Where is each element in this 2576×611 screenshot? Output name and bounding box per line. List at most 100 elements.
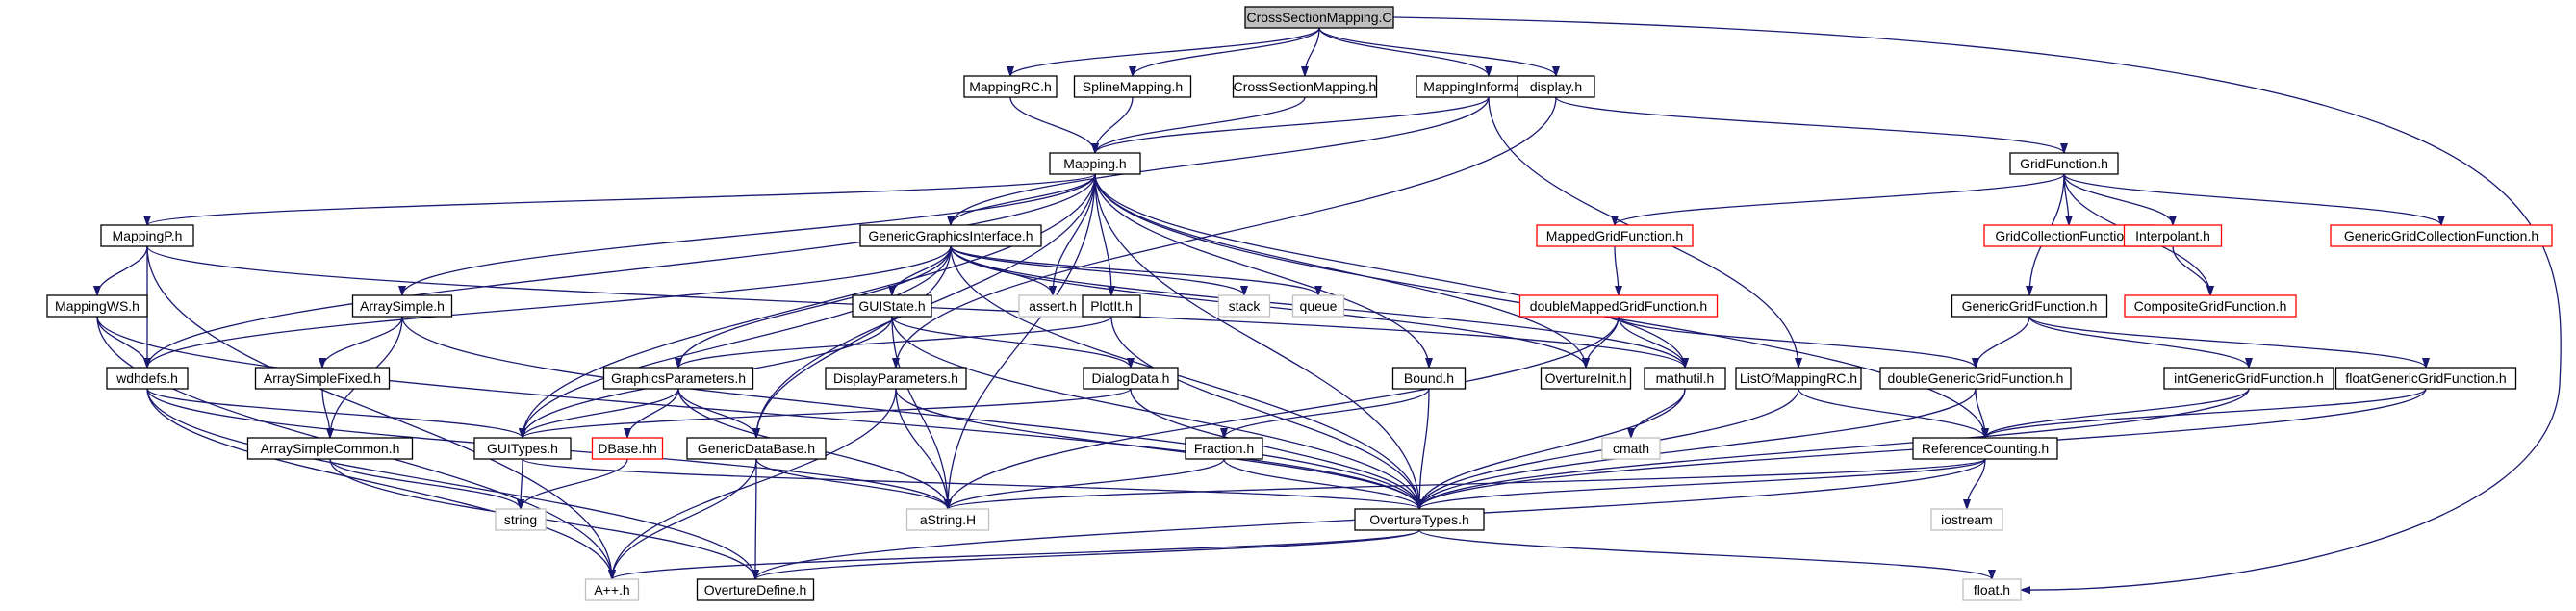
node-string: string xyxy=(495,508,547,531)
node-splinemapping[interactable]: SplineMapping.h xyxy=(1073,75,1192,98)
edge-doublemappedgridfunction-to-astring xyxy=(948,316,1620,509)
node-overturedefine[interactable]: OvertureDefine.h xyxy=(696,578,815,601)
node-box xyxy=(1244,6,1394,29)
edge-wdhdefs-to-guitypes xyxy=(146,388,523,439)
node-mathutil[interactable]: mathutil.h xyxy=(1644,367,1726,390)
node-wdhdefs[interactable]: wdhdefs.h xyxy=(106,367,189,390)
node-label: GUITypes.h xyxy=(487,441,558,456)
edge-dialogdata-to-overturetypes xyxy=(1130,388,1419,509)
node-gridcollectionfunction[interactable]: GridCollectionFunction.h xyxy=(1983,224,2155,247)
edge-mappingws-to-wdhdefs xyxy=(96,316,147,369)
edge-mapping-to-mappingp xyxy=(147,173,1096,226)
node-genericdatabase[interactable]: GenericDataBase.h xyxy=(686,437,827,460)
node-root[interactable]: CrossSectionMapping.C xyxy=(1244,6,1394,29)
node-doublegenericgridfunction[interactable]: doubleGenericGridFunction.h xyxy=(1879,367,2072,390)
node-label: GridFunction.h xyxy=(2020,156,2108,171)
node-floatgenericgridfunction[interactable]: floatGenericGridFunction.h xyxy=(2334,367,2517,390)
edge-gridfunction-to-mappedgridfunction xyxy=(1615,173,2065,226)
node-label: DialogData.h xyxy=(1092,370,1170,386)
node-arraysimplefixed[interactable]: ArraySimpleFixed.h xyxy=(254,367,391,390)
node-box xyxy=(351,294,453,318)
edge-arraysimple-to-arraysimplefixed xyxy=(322,316,403,369)
edge-mapping-to-bound xyxy=(1094,173,1429,368)
edge-arraysimplecommon-to-string xyxy=(329,458,521,510)
node-mapping[interactable]: Mapping.h xyxy=(1049,152,1141,175)
node-fraction[interactable]: Fraction.h xyxy=(1185,437,1263,460)
node-box xyxy=(1930,508,2003,531)
node-box xyxy=(591,437,664,460)
node-mappingrc[interactable]: MappingRC.h xyxy=(963,75,1058,98)
node-stack: stack xyxy=(1217,294,1271,318)
node-label: CrossSectionMapping.h xyxy=(1234,79,1377,94)
node-arraysimple[interactable]: ArraySimple.h xyxy=(351,294,453,318)
edge-gridfunction-to-genericgridcollectionfunction xyxy=(2063,173,2441,226)
node-mappingws[interactable]: MappingWS.h xyxy=(46,294,148,318)
edge-display-to-displayparameters xyxy=(896,96,1557,368)
node-aplusplus: A++.h xyxy=(584,578,640,601)
node-label: aString.H xyxy=(920,512,976,527)
edge-graphicsparameters-to-genericdatabase xyxy=(677,388,756,439)
node-dbase[interactable]: DBase.hh xyxy=(591,437,664,460)
node-label: stack xyxy=(1229,298,1262,314)
node-bound[interactable]: Bound.h xyxy=(1391,367,1467,390)
node-genericgraphicsinterface[interactable]: GenericGraphicsInterface.h xyxy=(859,224,1042,247)
node-box xyxy=(1517,75,1595,98)
node-listofmappingrc[interactable]: ListOfMappingRC.h xyxy=(1735,367,1862,390)
node-dialogdata[interactable]: DialogData.h xyxy=(1083,367,1179,390)
edge-plotit-to-graphicsparameters xyxy=(678,316,1112,369)
edge-root-to-mappinginformation xyxy=(1318,27,1489,77)
node-box xyxy=(1291,294,1345,318)
edge-genericgridfunction-to-intgenericgridfunction xyxy=(2028,316,2249,369)
edge-doublegenericgridfunction-to-overturetypes xyxy=(1419,388,1977,510)
node-guistate[interactable]: GUIState.h xyxy=(852,294,932,318)
node-box xyxy=(686,437,827,460)
node-arraysimplecommon[interactable]: ArraySimpleCommon.h xyxy=(246,437,414,460)
node-box xyxy=(1518,294,1719,318)
node-float: float.h xyxy=(1962,578,2022,601)
node-label: doubleGenericGridFunction.h xyxy=(1888,370,2064,386)
node-label: GenericDataBase.h xyxy=(698,441,815,456)
node-box xyxy=(254,367,391,390)
node-box xyxy=(852,294,932,318)
node-label: queue xyxy=(1300,298,1338,314)
node-mappedgridfunction[interactable]: MappedGridFunction.h xyxy=(1536,224,1694,247)
node-label: ArraySimpleCommon.h xyxy=(261,441,400,456)
node-box xyxy=(2163,367,2334,390)
node-box xyxy=(859,224,1042,247)
node-display[interactable]: display.h xyxy=(1517,75,1595,98)
node-label: ReferenceCounting.h xyxy=(1922,441,2049,456)
node-mappingp[interactable]: MappingP.h xyxy=(100,224,194,247)
node-box xyxy=(963,75,1058,98)
edge-genericgraphicsinterface-to-genericdatabase xyxy=(756,245,952,438)
node-overturetypes[interactable]: OvertureTypes.h xyxy=(1354,508,1485,531)
node-astring: aString.H xyxy=(905,508,990,531)
node-box xyxy=(2123,224,2223,247)
node-iostream: iostream xyxy=(1930,508,2003,531)
edge-genericgridfunction-to-floatgenericgridfunction xyxy=(2028,316,2426,369)
edges-layer xyxy=(96,16,2562,590)
node-interpolant[interactable]: Interpolant.h xyxy=(2123,224,2223,247)
node-plotit[interactable]: PlotIt.h xyxy=(1082,294,1141,318)
node-doublemappedgridfunction[interactable]: doubleMappedGridFunction.h xyxy=(1518,294,1719,318)
node-graphicsparameters[interactable]: GraphicsParameters.h xyxy=(602,367,754,390)
node-label: OvertureTypes.h xyxy=(1369,512,1469,527)
node-referencecounting[interactable]: ReferenceCounting.h xyxy=(1912,437,2058,460)
node-gridfunction[interactable]: GridFunction.h xyxy=(2009,152,2119,175)
node-crosssectionmapping[interactable]: CrossSectionMapping.h xyxy=(1232,75,1378,98)
edge-genericgridfunction-to-doublegenericgridfunction xyxy=(1976,316,2030,369)
node-label: cmath xyxy=(1613,441,1649,456)
edge-dialogdata-to-guitypes xyxy=(523,388,1132,439)
node-label: display.h xyxy=(1530,79,1582,94)
node-guitypes[interactable]: GUITypes.h xyxy=(473,437,572,460)
node-intgenericgridfunction[interactable]: intGenericGridFunction.h xyxy=(2163,367,2334,390)
node-overtureinit[interactable]: OvertureInit.h xyxy=(1540,367,1632,390)
node-compositegridfunction[interactable]: CompositeGridFunction.h xyxy=(2124,294,2297,318)
edge-referencecounting-to-iostream xyxy=(1967,458,1986,509)
node-label: PlotIt.h xyxy=(1090,298,1133,314)
node-displayparameters[interactable]: DisplayParameters.h xyxy=(825,367,967,390)
node-label: assert.h xyxy=(1029,298,1077,314)
node-label: GUIState.h xyxy=(858,298,925,314)
node-genericgridcollectionfunction[interactable]: GenericGridCollectionFunction.h xyxy=(2330,224,2553,247)
node-genericgridfunction[interactable]: GenericGridFunction.h xyxy=(1951,294,2108,318)
edge-guistate-to-astring xyxy=(891,316,948,509)
